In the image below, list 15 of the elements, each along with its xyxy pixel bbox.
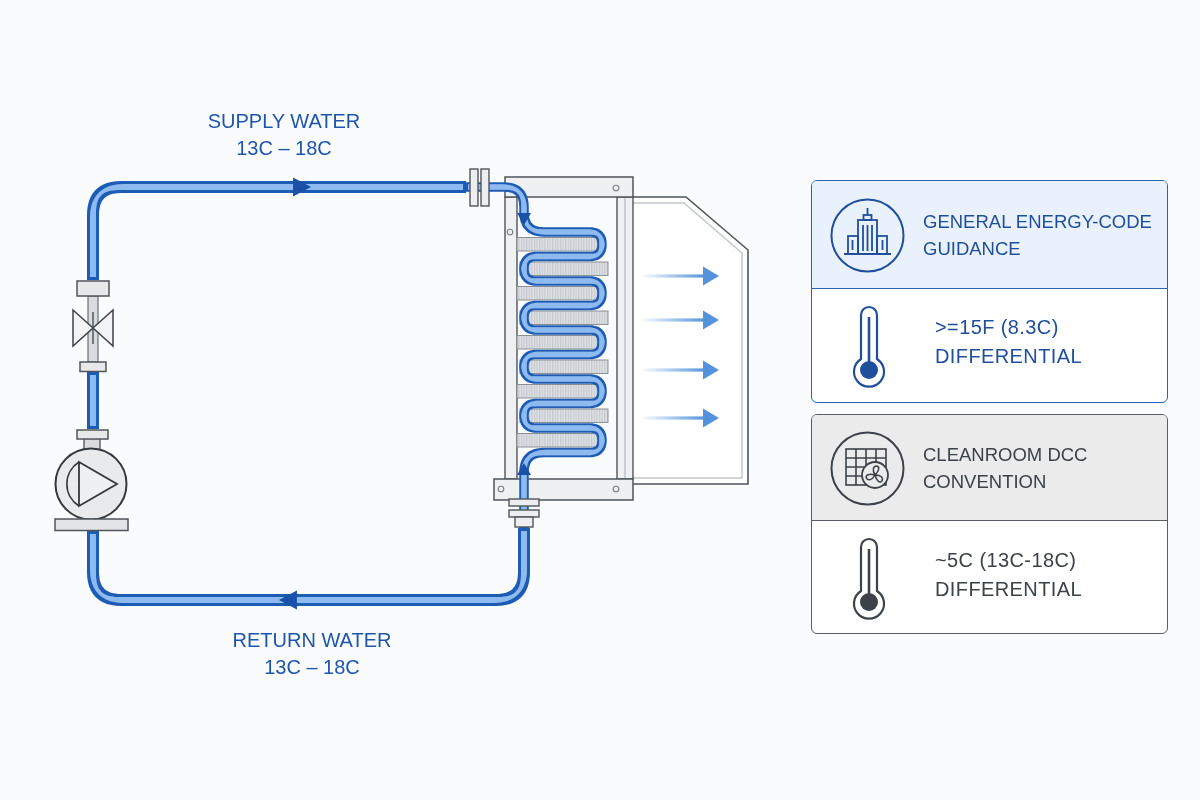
pipe bbox=[87, 372, 99, 429]
flow-label: RETURN WATER bbox=[232, 628, 392, 652]
pipe bbox=[87, 528, 530, 610]
card-text: ~5C (13C-18C) DIFFERENTIAL bbox=[935, 548, 1084, 602]
pump-symbol bbox=[54, 429, 129, 531]
flow-label: 13C – 18C bbox=[236, 136, 332, 160]
info-card bbox=[811, 180, 1168, 403]
info-card bbox=[811, 414, 1168, 634]
valve-symbol bbox=[72, 280, 114, 372]
flow-label: 13C – 18C bbox=[264, 655, 360, 679]
card-heading: CLEANROOM DCC CONVENTION bbox=[923, 442, 1089, 494]
pipe bbox=[87, 177, 466, 280]
card-heading: GENERAL ENERGY-CODE GUIDANCE bbox=[923, 209, 1153, 261]
flow-label: SUPPLY WATER bbox=[207, 109, 361, 133]
card-text: >=15F (8.3C) DIFFERENTIAL bbox=[935, 315, 1084, 369]
